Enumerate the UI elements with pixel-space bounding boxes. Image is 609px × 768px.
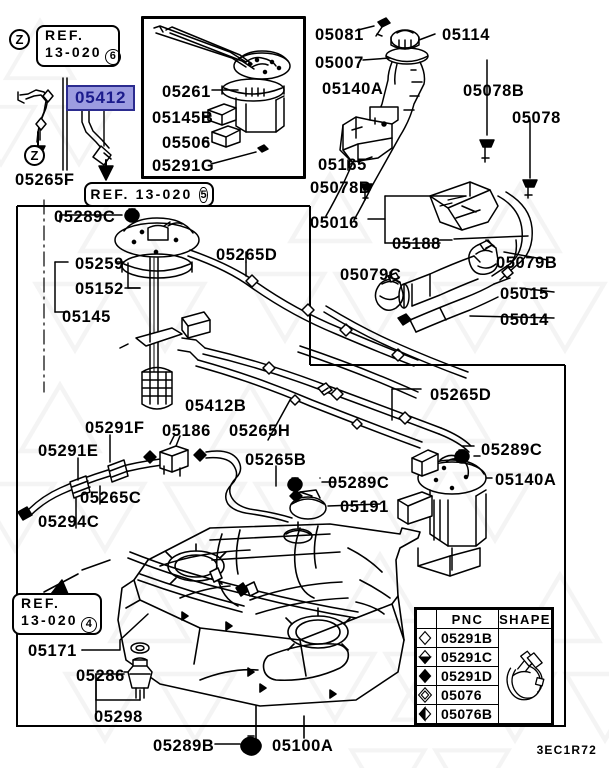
part-number-label[interactable]: 05145 <box>62 308 111 326</box>
pnc-shape-cell <box>498 628 552 724</box>
part-number-label[interactable]: 05265H <box>229 422 291 440</box>
part-number-label[interactable]: 05291G <box>152 157 215 175</box>
part-number-label[interactable]: 05265C <box>80 489 142 507</box>
pnc-symbol-cell <box>416 685 437 705</box>
part-number-label[interactable]: 05152 <box>75 280 124 298</box>
highlighted-part-number[interactable]: 05412 <box>66 85 136 111</box>
symbol-diamond-nested <box>417 687 433 703</box>
pnc-symbol-cell <box>416 628 437 648</box>
ref-circle-number: 4 <box>80 617 97 634</box>
ref-box-13-020-5[interactable]: REF. 13-020 5 <box>84 182 214 207</box>
part-number-label[interactable]: 05145B <box>152 109 214 127</box>
part-number-label[interactable]: 05265F <box>15 171 75 189</box>
part-number-label[interactable]: 05081 <box>315 26 364 44</box>
part-number-label[interactable]: 05079C <box>340 266 402 284</box>
part-number-label[interactable]: 05014 <box>500 311 549 329</box>
part-number-label[interactable]: 05078B <box>463 82 525 100</box>
symbol-diamond-half-bottom <box>418 649 432 665</box>
part-number-label[interactable]: 05078 <box>512 109 561 127</box>
symbol-diamond-filled <box>418 668 432 684</box>
pnc-table-row: 05291B <box>416 628 552 724</box>
part-number-label[interactable]: 05265D <box>430 386 492 404</box>
pnc-value-cell: 05291B <box>436 628 499 648</box>
part-number-label[interactable]: 05261 <box>162 83 211 101</box>
part-number-label[interactable]: 05265D <box>216 246 278 264</box>
part-number-label[interactable]: 05191 <box>340 498 389 516</box>
z-marker-top: Z <box>9 29 30 50</box>
ref-line-1: REF. <box>45 26 85 43</box>
pnc-table-row: 05076 <box>416 685 552 705</box>
part-number-label[interactable]: 05289B <box>153 737 215 755</box>
part-number-label[interactable]: 05140A <box>495 471 557 489</box>
part-number-label[interactable]: 05188 <box>392 235 441 253</box>
part-number-label[interactable]: 05298 <box>94 708 143 726</box>
part-number-label[interactable]: 05265B <box>245 451 307 469</box>
part-number-label[interactable]: 05291F <box>85 419 145 437</box>
part-number-label[interactable]: 05015 <box>500 285 549 303</box>
pnc-value-cell: 05076B <box>436 704 499 724</box>
pnc-value-cell: 05076 <box>436 685 499 705</box>
part-number-label[interactable]: 05286 <box>76 667 125 685</box>
symbol-diamond-open <box>418 630 432 646</box>
part-number-label[interactable]: 05506 <box>162 134 211 152</box>
part-number-label[interactable]: 05186 <box>162 422 211 440</box>
pnc-symbol-cell <box>416 647 437 667</box>
symbol-diamond-half-left <box>418 706 432 722</box>
ref-number: 13-020 <box>45 44 102 61</box>
part-number-label[interactable]: 05294C <box>38 513 100 531</box>
ref-circle-number: 5 <box>199 186 208 203</box>
part-number-label[interactable]: 05165 <box>318 156 367 174</box>
part-number-label[interactable]: 05114 <box>442 26 490 44</box>
part-number-label[interactable]: 05171 <box>28 642 77 660</box>
hose-clamp-icon <box>506 650 545 701</box>
part-number-label[interactable]: 05007 <box>315 54 364 72</box>
part-number-label[interactable]: 05289C <box>54 208 116 226</box>
part-number-label[interactable]: 05259 <box>75 255 124 273</box>
pnc-value-cell: 05291D <box>436 666 499 686</box>
ref-number: 13-020 <box>21 612 78 629</box>
pnc-table-row: 05291D <box>416 666 552 686</box>
part-number-label[interactable]: 05289C <box>328 474 390 492</box>
part-number-label[interactable]: 05078B <box>310 179 372 197</box>
part-number-label[interactable]: 05289C <box>481 441 543 459</box>
pnc-header-symbol <box>416 609 437 629</box>
ref-line-1: REF. 13-020 <box>90 185 193 202</box>
part-number-label[interactable]: 05140A <box>322 80 384 98</box>
part-number-label[interactable]: 05412B <box>185 397 247 415</box>
pnc-header-shape: SHAPE <box>498 609 552 629</box>
part-number-label[interactable]: 05100A <box>272 737 334 755</box>
z-marker-bottom: Z <box>24 145 45 166</box>
pnc-table-row: 05291C <box>416 647 552 667</box>
part-number-label[interactable]: 05016 <box>310 214 359 232</box>
pnc-value-cell: 05291C <box>436 647 499 667</box>
part-number-label[interactable]: 05291E <box>38 442 99 460</box>
top-detail-box <box>142 17 305 178</box>
pnc-symbol-cell <box>416 704 437 724</box>
part-number-label[interactable]: 05079B <box>496 254 558 272</box>
pnc-header-pnc: PNC <box>436 609 499 629</box>
pnc-table-row: 05076B <box>416 704 552 724</box>
drawing-code: 3EC1R72 <box>536 743 597 757</box>
ref-circle-number: 6 <box>104 49 121 66</box>
ref-line-1: REF. <box>21 594 61 611</box>
pnc-symbol-cell <box>416 666 437 686</box>
